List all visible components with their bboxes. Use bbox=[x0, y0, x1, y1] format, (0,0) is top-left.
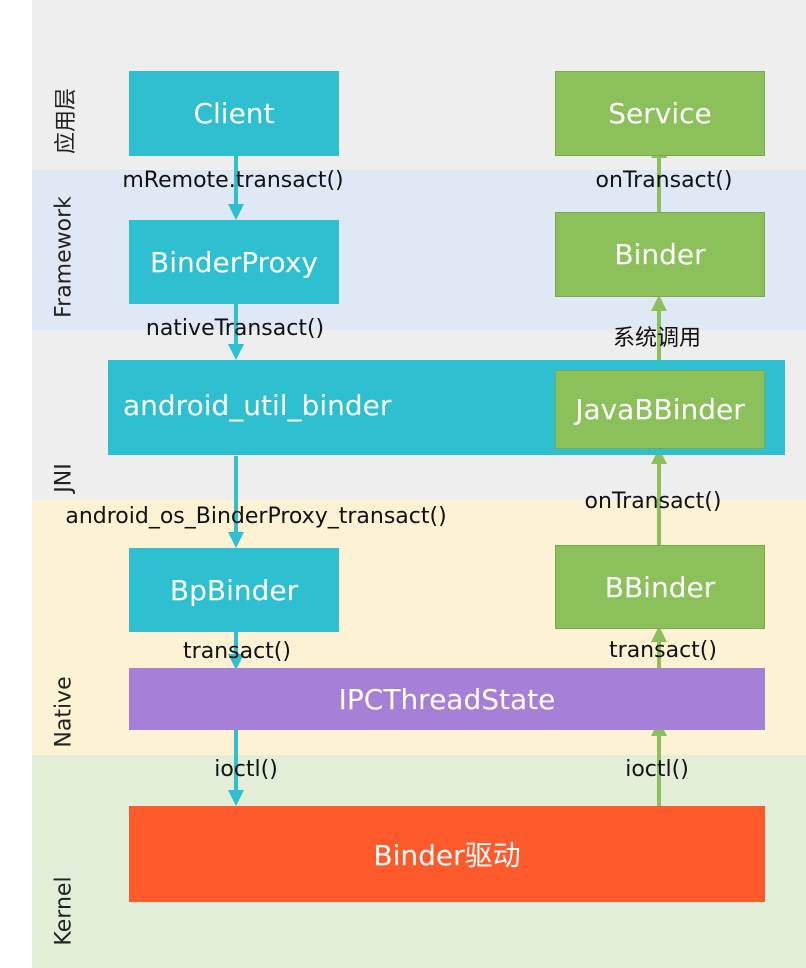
label-transact-left: transact() bbox=[183, 639, 291, 664]
label-ioctl-right: ioctl() bbox=[625, 757, 689, 782]
bpbinder-box: BpBinder bbox=[129, 548, 339, 632]
label-native-transact: nativeTransact() bbox=[145, 316, 325, 341]
label-on-transact-top: onTransact() bbox=[595, 168, 733, 193]
label-android-os-transact: android_os_BinderProxy_transact() bbox=[65, 504, 447, 529]
label-ioctl-left: ioctl() bbox=[214, 757, 278, 782]
service-box: Service bbox=[555, 71, 765, 156]
ipc-thread-state-box: IPCThreadState bbox=[129, 668, 765, 730]
binderproxy-box: BinderProxy bbox=[129, 220, 339, 304]
label-on-transact-mid: onTransact() bbox=[584, 489, 722, 514]
client-box: Client bbox=[129, 71, 339, 156]
java-bbinder-box: JavaBBinder bbox=[555, 370, 765, 449]
label-system-call: 系统调用 bbox=[612, 326, 702, 351]
android-util-binder-label: android_util_binder bbox=[123, 388, 392, 422]
bbinder-box: BBinder bbox=[555, 545, 765, 629]
label-transact-right: transact() bbox=[609, 638, 717, 663]
binder-box: Binder bbox=[555, 212, 765, 297]
label-mremote-transact: mRemote.transact() bbox=[122, 168, 344, 193]
binder-driver-box: Binder驱动 bbox=[129, 806, 765, 902]
